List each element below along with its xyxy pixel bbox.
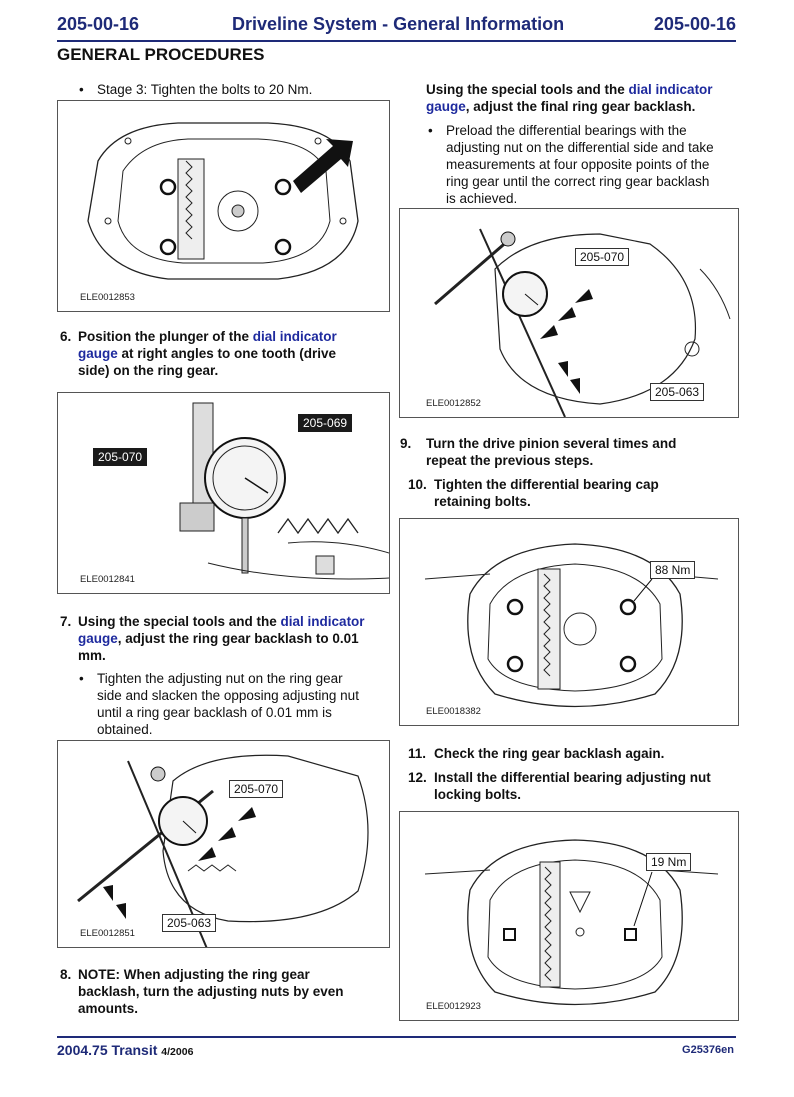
header-title: Driveline System - General Information (232, 14, 565, 34)
figure-1: ELE0012853 (57, 100, 390, 312)
step-11: 11. Check the ring gear backlash again. (408, 745, 665, 762)
step-6-line-3: side) on the ring gear. (78, 363, 219, 378)
stage3-text: Stage 3: Tighten the bolts to 20 Nm. (97, 82, 313, 97)
step-7-text: Using the special tools and the (78, 614, 281, 629)
step-8-line-3: amounts. (78, 1001, 139, 1016)
figure-3-drawing (77, 754, 369, 947)
step-10: 10. Tighten the differential bearing cap… (408, 476, 659, 510)
gauge-link[interactable]: gauge (78, 346, 118, 361)
step-7-line-1: Using the special tools and the dial ind… (78, 613, 365, 630)
dial-indicator-link[interactable]: dial indicator (280, 614, 365, 629)
figure-6: 19 Nm ELE0012923 (399, 811, 739, 1021)
step-12-line-1: Install the differential bearing adjusti… (434, 770, 711, 785)
step-12-number: 12. (408, 770, 427, 785)
figure-3-callout-b: 205-063 (162, 914, 217, 932)
dial-indicator-link[interactable]: dial indicator (628, 82, 713, 97)
footer-model-name: 2004.75 Transit (57, 1042, 158, 1058)
figure-3-callout-a: 205-070 (229, 780, 284, 798)
figure-4-drawing (434, 228, 731, 417)
step-7-bullet: • Tighten the adjusting nut on the ring … (79, 670, 359, 738)
footer-date: 4/2006 (161, 1046, 194, 1058)
step-6-line-2: gauge at right angles to one tooth (driv… (78, 345, 337, 362)
step-11-number: 11. (408, 746, 427, 761)
figure-2-callout-a: 205-069 (298, 414, 353, 432)
step-9-number: 9. (400, 436, 412, 451)
step-12: 12. Install the differential bearing adj… (408, 769, 711, 803)
step-10-line-2: retaining bolts. (434, 494, 531, 509)
figure-4-caption: ELE0012852 (426, 398, 481, 409)
preload-line-3: measurements at four opposite points of … (446, 157, 710, 172)
step-9-line-1: Turn the drive pinion several times and (426, 436, 677, 451)
dial-indicator-link[interactable]: dial indicator (252, 329, 337, 344)
gauge-link[interactable]: gauge (426, 99, 466, 114)
figure-6-callout: 19 Nm (646, 853, 692, 871)
figure-5-callout: 88 Nm (650, 561, 696, 579)
figure-4-callout-b: 205-063 (650, 383, 705, 401)
step-10-line-1: Tighten the differential bearing cap (434, 477, 659, 492)
header-code-left: 205-00-16 (57, 14, 140, 34)
step-12-line-2: locking bolts. (434, 787, 522, 802)
final-backlash-text: Using the special tools and the (426, 82, 629, 97)
step-6-text: Position the plunger of the (78, 329, 253, 344)
section-title: GENERAL PROCEDURES (57, 45, 265, 64)
figure-5: 88 Nm ELE0018382 (399, 518, 739, 726)
footer-rule (57, 1036, 736, 1038)
step-8-line-1: NOTE: When adjusting the ring gear (78, 967, 310, 982)
step-7-line-3: mm. (78, 648, 106, 663)
header-code-right: 205-00-16 (653, 14, 736, 34)
stage3-bullet: • Stage 3: Tighten the bolts to 20 Nm. (79, 81, 313, 98)
preload-line-2: adjusting nut on the differential side a… (446, 140, 714, 155)
step-7-number: 7. (60, 614, 72, 629)
final-backlash-line-1: Using the special tools and the dial ind… (426, 81, 713, 98)
final-backlash-line-2: gauge, adjust the final ring gear backla… (426, 98, 713, 115)
step-11-line-1: Check the ring gear backlash again. (434, 746, 665, 761)
bullet-dot: • (79, 671, 84, 686)
preload-line-5: is achieved. (446, 191, 518, 206)
step-8-line-2: backlash, turn the adjusting nuts by eve… (78, 984, 344, 999)
figure-1-drawing (87, 122, 359, 280)
step-7-bullet-line-4: obtained. (97, 722, 153, 737)
step-6-text: at right angles to one tooth (drive (117, 346, 337, 361)
figure-1-caption: ELE0012853 (80, 292, 135, 303)
step-7-bullet-line-2: side and slacken the opposing adjusting … (97, 688, 359, 703)
bullet-dot: • (428, 123, 433, 138)
figure-4-callout-a: 205-070 (575, 248, 630, 266)
gauge-link[interactable]: gauge (78, 631, 118, 646)
step-8-number: 8. (60, 967, 72, 982)
figure-2-caption: ELE0012841 (80, 574, 135, 585)
step-7-text: , adjust the ring gear backlash to 0.01 (117, 631, 359, 646)
step-8: 8. NOTE: When adjusting the ring gear ba… (60, 966, 344, 1017)
figure-2: 205-069 205-070 ELE0012841 (57, 392, 390, 594)
figure-5-caption: ELE0018382 (426, 706, 481, 717)
step-6-number: 6. (60, 329, 72, 344)
preload-line-1: Preload the differential bearings with t… (446, 123, 687, 138)
figure-6-drawing (424, 839, 719, 1006)
bullet-dot: • (79, 82, 84, 97)
step-9-line-2: repeat the previous steps. (426, 453, 594, 468)
final-backlash-text: , adjust the final ring gear backlash. (465, 99, 696, 114)
figure-3-caption: ELE0012851 (80, 928, 135, 939)
footer-model: 2004.75 Transit 4/2006 (57, 1042, 193, 1058)
step-7-bullet-line-3: until a ring gear backlash of 0.01 mm is (97, 705, 332, 720)
figure-2-callout-b: 205-070 (93, 448, 148, 466)
step-7-bullet-line-1: Tighten the adjusting nut on the ring ge… (97, 671, 343, 686)
step-9: 9. Turn the drive pinion several times a… (400, 435, 677, 469)
preload-bullet: • Preload the differential bearings with… (428, 122, 714, 207)
figure-5-drawing (424, 543, 719, 708)
final-backlash-heading: Using the special tools and the dial ind… (426, 81, 713, 115)
step-10-number: 10. (408, 477, 427, 492)
step-7-line-2: gauge, adjust the ring gear backlash to … (78, 630, 365, 647)
figure-4: 205-070 205-063 ELE0012852 (399, 208, 739, 418)
header-rule (57, 40, 736, 42)
step-6-line-1: Position the plunger of the dial indicat… (78, 328, 337, 345)
figure-3: 205-070 205-063 ELE0012851 (57, 740, 390, 948)
preload-line-4: ring gear until the correct ring gear ba… (446, 174, 710, 189)
figure-2-drawing (179, 402, 389, 580)
step-7: 7. Using the special tools and the dial … (60, 613, 365, 664)
step-6: 6. Position the plunger of the dial indi… (60, 328, 337, 379)
figure-6-caption: ELE0012923 (426, 1001, 481, 1012)
footer-doc-code: G25376en (682, 1044, 734, 1056)
